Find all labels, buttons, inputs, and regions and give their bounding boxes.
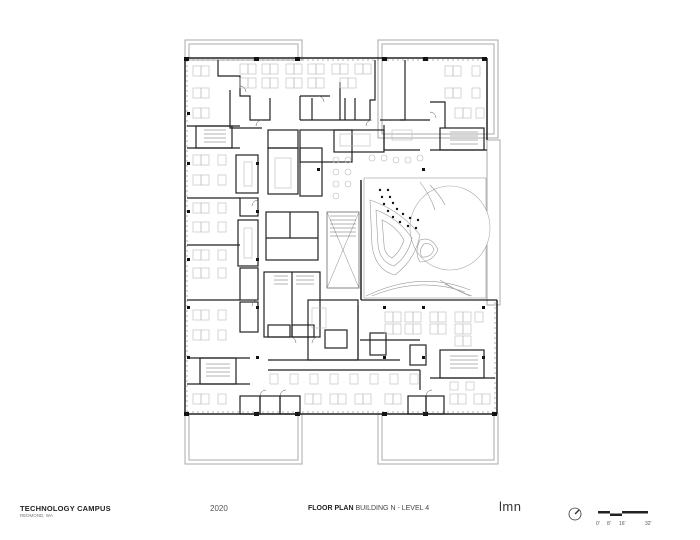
title-block: TECHNOLOGY CAMPUS REDMOND, WA 2020 FLOOR…: [0, 480, 700, 540]
north-arrow-icon: [568, 507, 582, 521]
sheet-title: FLOOR PLAN BUILDING N - LEVEL 4: [308, 505, 429, 512]
sheet-title-rest: BUILDING N - LEVEL 4: [353, 505, 430, 512]
floor-plan-drawing: [184, 39, 501, 465]
balcony-top-right: [377, 39, 499, 139]
scale-label-8: 8': [607, 521, 611, 527]
atrium-seating-dots: [378, 188, 420, 230]
project-title: TECHNOLOGY CAMPUS: [20, 504, 111, 513]
workstation-clusters: [192, 63, 491, 405]
balcony-bottom-right: [377, 413, 499, 465]
balcony-bottom-left: [184, 413, 303, 465]
scale-label-16: 16': [619, 521, 626, 527]
balcony-top-left: [184, 39, 303, 61]
scale-label-32: 32': [645, 521, 652, 527]
floor-plan-svg: [184, 39, 501, 465]
project-year: 2020: [210, 504, 228, 513]
project-location: REDMOND, WA: [20, 513, 53, 518]
sheet-title-bold: FLOOR PLAN: [308, 505, 354, 512]
graphic-scale-bar: 0' 8' 16' 32': [593, 508, 663, 532]
firm-logo: lmn: [499, 499, 522, 514]
scale-label-0: 0': [596, 521, 600, 527]
atrium-contour-sculpture: [363, 177, 491, 299]
